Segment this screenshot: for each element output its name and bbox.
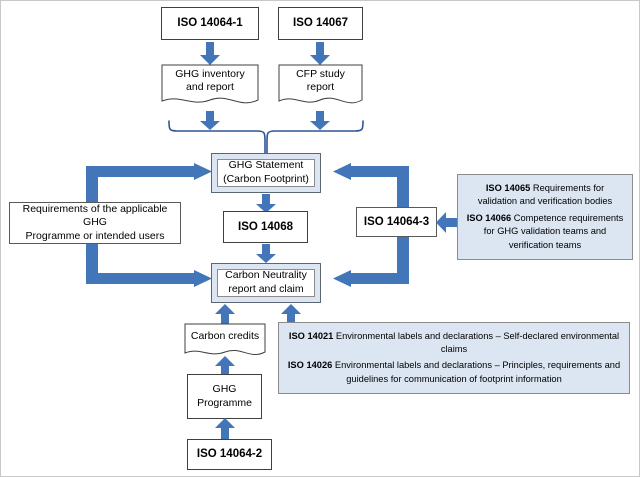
node-iso-14064-2-label: ISO 14064-2 bbox=[196, 448, 263, 461]
node-iso-14064-2: ISO 14064-2 bbox=[187, 439, 272, 470]
node-carbon-credits-label: Carbon credits bbox=[190, 330, 260, 343]
arrow-iso14064-1-to-ghg-inventory bbox=[198, 42, 222, 66]
arrow-ghg-programme-to-carbon-credits bbox=[213, 356, 237, 378]
node-iso-14067-label: ISO 14067 bbox=[293, 17, 348, 30]
node-cfp-study-report-label: CFP study report bbox=[296, 67, 345, 94]
arrow-iso14064-2-to-ghg-programme bbox=[213, 418, 237, 440]
node-ghg-programme: GHG Programme bbox=[187, 374, 262, 419]
node-iso-14064-1-label: ISO 14064-1 bbox=[177, 17, 243, 30]
panel-labels-entry-1: ISO 14026 Environmental labels and decla… bbox=[287, 360, 621, 384]
node-cfp-study-report: CFP study report bbox=[278, 64, 363, 108]
panel-environmental-labels: ISO 14021 Environmental labels and decla… bbox=[278, 322, 630, 394]
node-iso-14068-label: ISO 14068 bbox=[238, 220, 293, 233]
arrow-cfp-study-to-brace bbox=[308, 111, 332, 131]
node-iso-14064-3: ISO 14064-3 bbox=[356, 207, 437, 237]
node-requirements-ghg-programme-label: Requirements of the applicable GHG Progr… bbox=[22, 203, 168, 242]
panel-validation-requirements: ISO 14065 Requirements for validation an… bbox=[457, 174, 633, 260]
node-iso-14067: ISO 14067 bbox=[278, 7, 363, 40]
node-ghg-inventory-report-label: GHG inventory and report bbox=[175, 67, 245, 94]
arrow-ghg-inventory-to-brace bbox=[198, 111, 222, 131]
arrow-ghg-statement-to-iso14068 bbox=[254, 194, 278, 214]
node-requirements-ghg-programme: Requirements of the applicable GHG Progr… bbox=[9, 202, 181, 244]
panel-validation-entry-1: ISO 14066 Competence requirements for GH… bbox=[466, 212, 624, 250]
arrow-carbon-credits-to-carbon-neutrality bbox=[213, 304, 237, 326]
node-iso-14068: ISO 14068 bbox=[223, 211, 308, 243]
arrow-iso14067-to-cfp-study bbox=[308, 42, 332, 66]
node-ghg-statement-label: GHG Statement (Carbon Footprint) bbox=[217, 159, 315, 187]
node-ghg-programme-label: GHG Programme bbox=[197, 383, 252, 409]
arrow-validation-panel-to-iso14064-3 bbox=[435, 212, 460, 233]
node-carbon-neutrality: Carbon Neutrality report and claim bbox=[211, 263, 321, 303]
node-ghg-statement: GHG Statement (Carbon Footprint) bbox=[211, 153, 321, 193]
node-ghg-inventory-report: GHG inventory and report bbox=[161, 64, 259, 108]
brace-combine-inputs bbox=[166, 119, 366, 157]
node-iso-14064-1: ISO 14064-1 bbox=[161, 7, 259, 40]
arrow-iso14068-to-carbon-neutrality bbox=[254, 244, 278, 264]
panel-labels-entry-0: ISO 14021 Environmental labels and decla… bbox=[288, 331, 620, 355]
panel-validation-entry-0: ISO 14065 Requirements for validation an… bbox=[477, 183, 613, 207]
node-carbon-neutrality-label: Carbon Neutrality report and claim bbox=[217, 269, 315, 297]
node-iso-14064-3-label: ISO 14064-3 bbox=[363, 215, 430, 228]
arrow-labels-panel-to-carbon-neutrality bbox=[279, 304, 303, 326]
node-carbon-credits: Carbon credits bbox=[184, 323, 266, 359]
